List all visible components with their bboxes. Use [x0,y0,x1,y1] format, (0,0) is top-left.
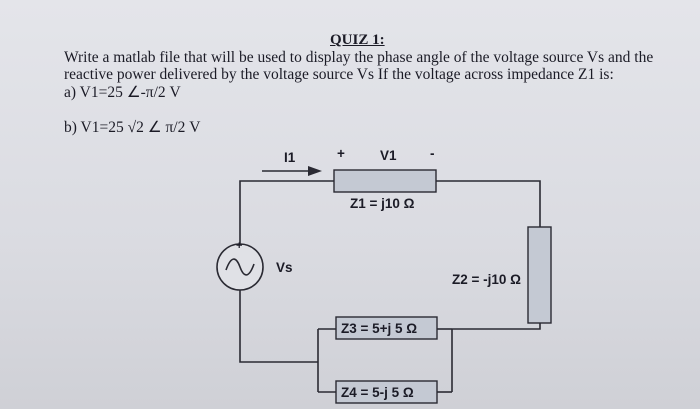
current-arrow-icon [262,166,322,176]
v1-minus-label: - [430,146,435,161]
z2-impedance [527,226,552,324]
z1-impedance [333,169,437,193]
question-line-2: reactive power delivered by the voltage … [64,66,614,83]
quiz-title: QUIZ 1: [330,32,385,48]
z4-impedance [335,380,438,404]
part-b: b) V1=25 √2 ∠ π/2 V [64,119,201,136]
source-plus-label: + [236,240,242,252]
z4-label: Z4 = 5-j 5 Ω [341,385,414,400]
current-label: I1 [284,150,296,165]
z3-impedance [335,316,438,340]
source-label: Vs [276,260,293,275]
z1-label: Z1 = j10 Ω [350,196,415,211]
v1-plus-label: + [337,146,345,161]
circuit-wires [239,180,541,393]
ac-source-icon [216,243,264,291]
part-a: a) V1=25 ∠-π/2 V [64,84,181,101]
z2-label: Z2 = -j10 Ω [452,272,521,287]
v1-label: V1 [380,148,397,163]
z3-label: Z3 = 5+j 5 Ω [341,321,417,336]
question-line-1: Write a matlab file that will be used to… [64,49,654,66]
